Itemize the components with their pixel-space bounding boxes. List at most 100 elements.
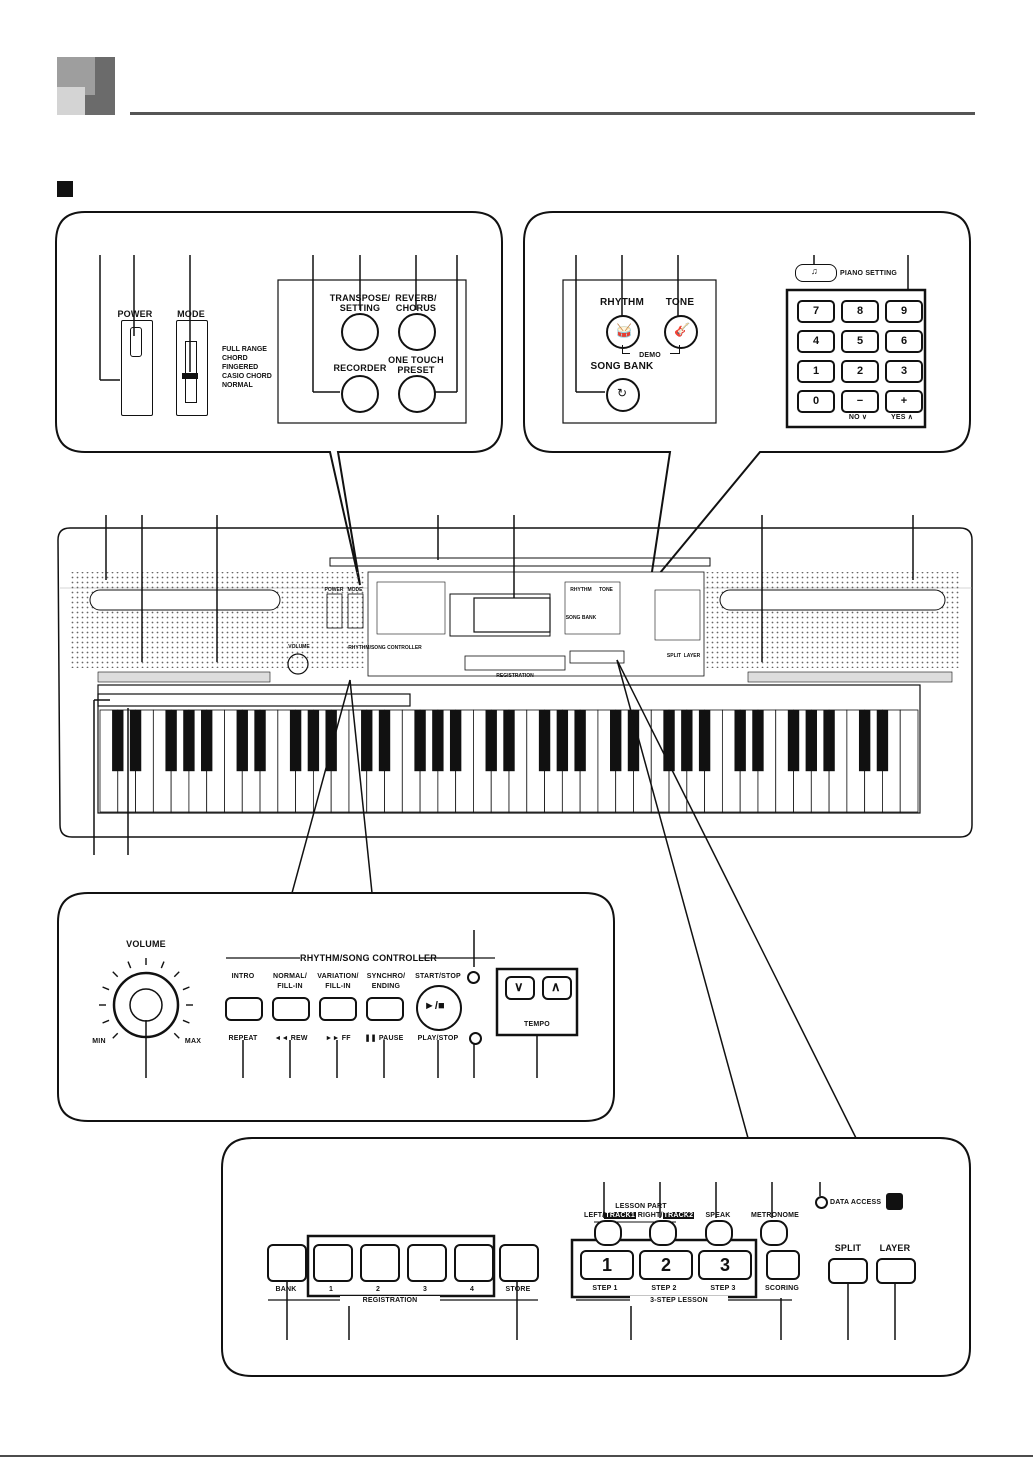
- black-key: [787, 710, 800, 772]
- black-key: [485, 710, 497, 772]
- controller-title: RHYTHM/SONG CONTROLLER: [300, 953, 437, 963]
- step-1-button[interactable]: 1: [580, 1250, 634, 1280]
- numpad-key-plus[interactable]: +: [885, 390, 923, 413]
- bank-button[interactable]: [267, 1244, 307, 1282]
- mini-rhythm-label: RHYTHM: [570, 587, 592, 593]
- registration-button-4[interactable]: [454, 1244, 494, 1282]
- mode-switch[interactable]: [176, 320, 208, 416]
- step-1-number: 1: [601, 1255, 612, 1275]
- transpose-button[interactable]: [341, 313, 379, 351]
- right-track2-button[interactable]: [649, 1220, 677, 1246]
- keyboard-overview: [57, 527, 973, 838]
- numpad-key-4[interactable]: 4: [797, 330, 835, 353]
- mode-option-0: FULL RANGE: [222, 346, 267, 353]
- registration-button-2[interactable]: [360, 1244, 400, 1282]
- speak-button[interactable]: [705, 1220, 733, 1246]
- mini-mode-label: MODE: [347, 587, 363, 593]
- intro-button[interactable]: [225, 997, 263, 1021]
- tempo-down-button[interactable]: ∨: [505, 976, 535, 1000]
- normal-fill-label: NORMAL/ FILL-IN: [272, 973, 308, 990]
- layer-label: LAYER: [879, 1243, 911, 1253]
- normal-fill-button[interactable]: [272, 997, 310, 1021]
- no-label: NO ∨: [848, 414, 868, 421]
- left-track1-button[interactable]: [594, 1220, 622, 1246]
- numpad-key-8[interactable]: 8: [841, 300, 879, 323]
- black-key: [627, 710, 640, 772]
- black-key: [129, 710, 142, 772]
- numpad-key-1[interactable]: 1: [797, 360, 835, 383]
- numpad-key-minus[interactable]: −: [841, 390, 879, 413]
- numpad-key-0[interactable]: 0: [797, 390, 835, 413]
- data-access-lamp: [815, 1196, 828, 1209]
- yes-label: YES ∧: [890, 414, 914, 421]
- split-button[interactable]: [828, 1258, 868, 1284]
- header-rule: [130, 112, 975, 115]
- black-key: [449, 710, 462, 772]
- black-key: [165, 710, 177, 772]
- start-stop-lamp: [467, 971, 480, 984]
- piano-setting-button[interactable]: ♫: [795, 264, 837, 282]
- synchro-ending-button[interactable]: [366, 997, 404, 1021]
- tempo-up-button[interactable]: ∧: [542, 976, 572, 1000]
- numpad-key-9[interactable]: 9: [885, 300, 923, 323]
- registration-num-3: 3: [422, 1286, 428, 1293]
- mini-song-bank-label: SONG BANK: [565, 615, 597, 621]
- pause-label: ❚❚ PAUSE: [364, 1035, 404, 1042]
- reverb-button[interactable]: [398, 313, 436, 351]
- step-3-button[interactable]: 3: [698, 1250, 752, 1280]
- song-bank-button[interactable]: ↻: [606, 378, 640, 412]
- metronome-button[interactable]: [760, 1220, 788, 1246]
- black-key: [823, 710, 835, 772]
- volume-min-label: MIN: [92, 1038, 106, 1045]
- rhythm-button[interactable]: 🥁: [606, 315, 640, 349]
- volume-label: VOLUME: [126, 939, 166, 949]
- one-touch-button[interactable]: [398, 375, 436, 413]
- variation-fill-button[interactable]: [319, 997, 357, 1021]
- white-key: [899, 709, 919, 813]
- volume-knob[interactable]: [114, 973, 178, 1037]
- black-key: [325, 710, 337, 772]
- mini-split-label: SPLIT: [666, 653, 682, 659]
- numpad-key-3[interactable]: 3: [885, 360, 923, 383]
- black-key: [414, 710, 426, 772]
- mini-volume-label: VOLUME: [288, 644, 310, 650]
- black-key: [698, 710, 711, 772]
- tone-button[interactable]: 🎸: [664, 315, 698, 349]
- registration-button-1[interactable]: [313, 1244, 353, 1282]
- recorder-label: RECORDER: [333, 363, 387, 373]
- numpad-key-7[interactable]: 7: [797, 300, 835, 323]
- chevron-up-icon: ∧: [551, 979, 561, 994]
- split-label: SPLIT: [834, 1243, 862, 1253]
- numpad-key-2[interactable]: 2: [841, 360, 879, 383]
- black-key: [254, 710, 266, 772]
- registration-num-1: 1: [328, 1286, 334, 1293]
- piano-icon: ♫: [811, 266, 818, 276]
- start-stop-label: START/STOP: [415, 973, 461, 980]
- recorder-button[interactable]: [341, 375, 379, 413]
- volume-tick: [127, 961, 132, 969]
- numpad-key-5[interactable]: 5: [841, 330, 879, 353]
- three-step-lesson-label: 3-STEP LESSON: [630, 1296, 728, 1306]
- intro-label: INTRO: [231, 973, 255, 980]
- mode-option-4: NORMAL: [222, 382, 253, 389]
- repeat-label: REPEAT: [228, 1035, 258, 1042]
- scoring-button[interactable]: [766, 1250, 800, 1280]
- drum-icon: 🥁: [616, 323, 633, 338]
- guitar-icon: 🎸: [674, 322, 691, 337]
- power-switch[interactable]: [121, 320, 153, 416]
- black-key: [307, 710, 320, 772]
- numpad-key-6[interactable]: 6: [885, 330, 923, 353]
- registration-num-2: 2: [375, 1286, 381, 1293]
- store-button[interactable]: [499, 1244, 539, 1282]
- play-stop-button[interactable]: ►/■: [416, 985, 462, 1031]
- black-key: [289, 710, 302, 772]
- black-key: [201, 710, 213, 772]
- play-stop-label: PLAY/STOP: [417, 1035, 459, 1042]
- tempo-label: TEMPO: [524, 1021, 550, 1028]
- step-2-button[interactable]: 2: [639, 1250, 693, 1280]
- registration-button-3[interactable]: [407, 1244, 447, 1282]
- black-key: [805, 710, 817, 772]
- one-touch-label: ONE TOUCH PRESET: [388, 355, 444, 375]
- speak-label: SPEAK: [705, 1212, 731, 1219]
- layer-button[interactable]: [876, 1258, 916, 1284]
